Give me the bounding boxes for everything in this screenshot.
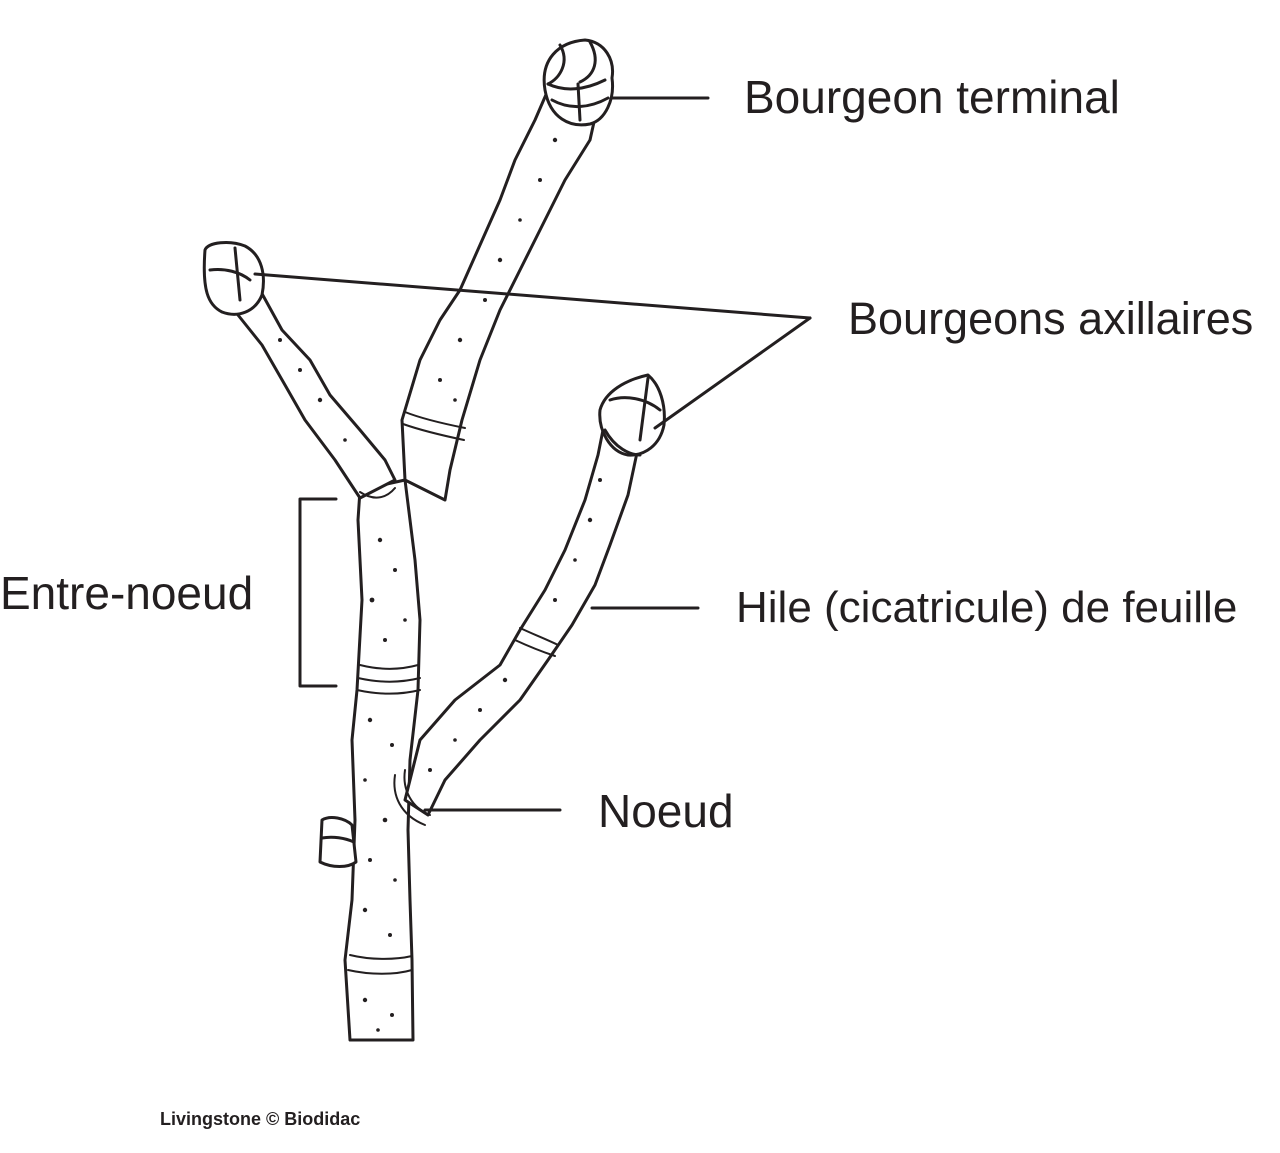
leader-lines bbox=[253, 96, 812, 812]
left-axillary-pointer bbox=[253, 272, 812, 320]
left-axillary-bud bbox=[202, 241, 265, 316]
right-axillary-bud bbox=[598, 373, 666, 457]
leaf-scar-label: Hile (cicatricule) de feuille bbox=[736, 583, 1238, 632]
node-label: Noeud bbox=[598, 785, 734, 837]
lower-lateral-bud bbox=[318, 816, 358, 868]
internode-bracket bbox=[298, 497, 338, 688]
internode-label: Entre-noeud bbox=[0, 567, 254, 619]
terminal-bud-label: Bourgeon terminal bbox=[744, 71, 1120, 123]
left-axillary-branch bbox=[236, 288, 397, 500]
axillary-buds-label: Bourgeons axillaires bbox=[848, 293, 1254, 344]
node-rings bbox=[347, 411, 559, 975]
terminal-bud bbox=[542, 38, 615, 127]
lenticels bbox=[278, 137, 602, 1032]
right-axillary-pointer bbox=[653, 316, 812, 430]
credit-text: Livingstone © Biodidac bbox=[160, 1109, 361, 1129]
